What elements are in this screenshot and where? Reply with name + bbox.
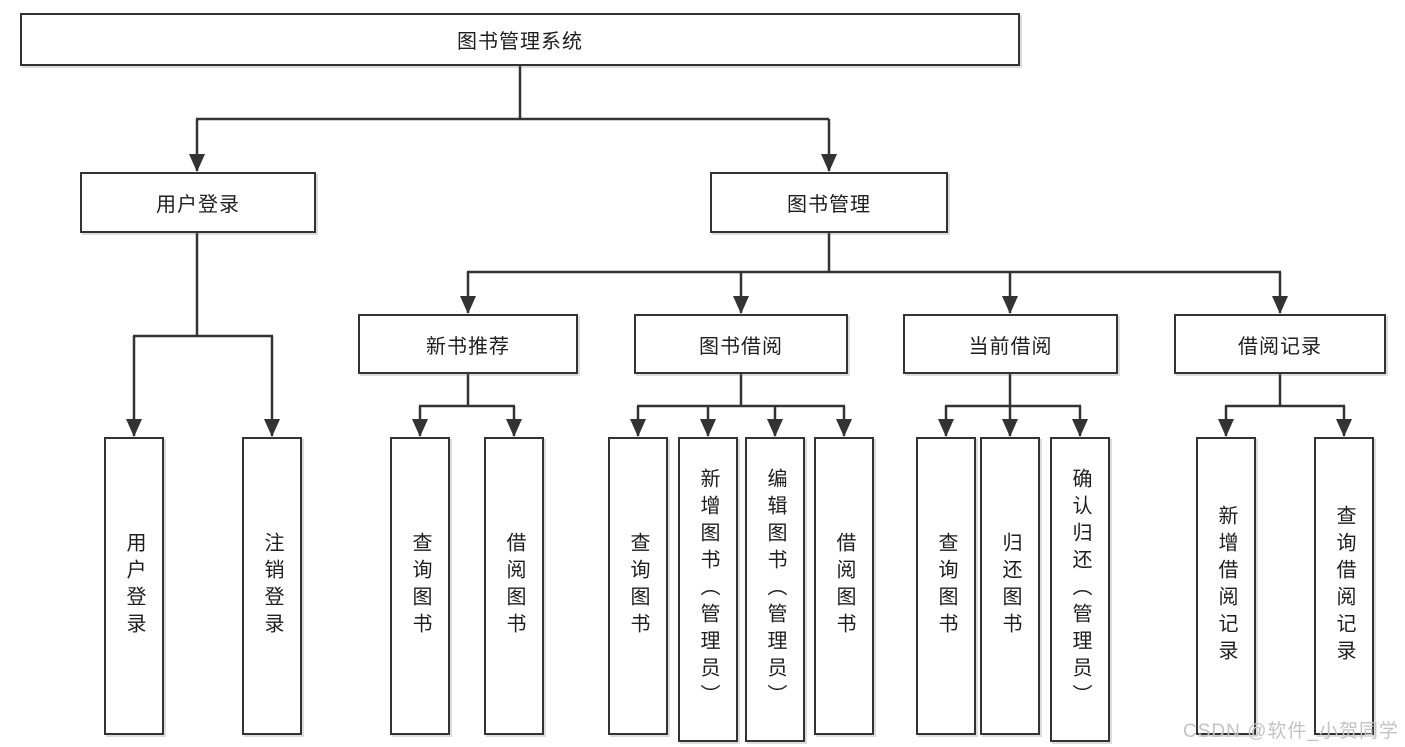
leaf-query-books-2: 查询图书 <box>608 437 668 735</box>
leaf-query-books-1: 查询图书 <box>390 437 450 735</box>
node-current-borrowing: 当前借阅 <box>903 314 1118 374</box>
leaf-logout: 注销登录 <box>242 437 302 735</box>
leaf-add-book-admin: 新增图书（管理员） <box>678 437 738 742</box>
watermark: CSDN @软件_小贺同学 <box>1183 721 1399 742</box>
leaf-add-borrow-record: 新增借阅记录 <box>1196 437 1256 735</box>
node-new-book-recommend: 新书推荐 <box>358 314 578 374</box>
connector-bookmgmt-to-level3 <box>467 233 1281 274</box>
connector-records-to-leaves <box>1225 374 1345 408</box>
connector-root-to-level2 <box>196 66 829 121</box>
connector-userlogin-to-leaves <box>133 233 273 338</box>
node-borrow-records: 借阅记录 <box>1174 314 1386 374</box>
leaf-query-borrow-record: 查询借阅记录 <box>1314 437 1374 735</box>
connector-newbook-to-leaves <box>419 374 515 408</box>
node-book-management: 图书管理 <box>710 172 948 233</box>
leaf-return-books: 归还图书 <box>980 437 1040 735</box>
leaf-edit-book-admin: 编辑图书（管理员） <box>745 437 805 742</box>
leaf-user-login: 用户登录 <box>104 437 164 735</box>
connector-current-to-leaves <box>945 374 1081 408</box>
leaf-confirm-return-admin: 确认归还（管理员） <box>1050 437 1110 742</box>
connector-borrow-to-leaves <box>637 374 845 408</box>
leaf-borrow-books-1: 借阅图书 <box>484 437 544 735</box>
node-book-mgmt-system: 图书管理系统 <box>20 13 1020 66</box>
leaf-query-books-3: 查询图书 <box>916 437 976 735</box>
node-book-borrowing: 图书借阅 <box>634 314 848 374</box>
node-user-login: 用户登录 <box>80 172 316 233</box>
leaf-borrow-books-2: 借阅图书 <box>814 437 874 735</box>
